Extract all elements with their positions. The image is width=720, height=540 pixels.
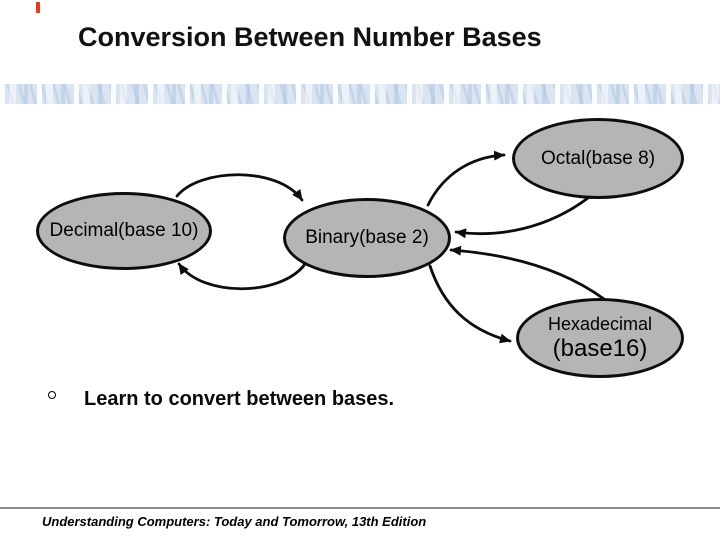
slide-title: Conversion Between Number Bases: [78, 22, 542, 52]
node-binary: Binary(base 2): [283, 198, 451, 278]
footer-text: Understanding Computers: Today and Tomor…: [42, 514, 427, 529]
red-tick-decoration: [36, 2, 40, 13]
arrow-decimal-to-binary: [175, 173, 304, 202]
circle-bullet-icon: [48, 391, 56, 399]
node-hexadecimal-label-line2: (base16): [552, 334, 648, 362]
node-octal-label: Octal(base 8): [540, 147, 656, 169]
node-decimal-label: Decimal(base 10): [49, 220, 199, 242]
node-binary-label: Binary(base 2): [305, 227, 429, 249]
footer-divider: [0, 507, 720, 509]
arrow-octal-to-binary: [454, 196, 590, 239]
arrow-binary-to-octal: [426, 150, 506, 207]
node-hexadecimal-label-line1: Hexadecimal: [547, 313, 653, 334]
bullet-text: Learn to convert between bases.: [84, 388, 395, 410]
node-hexadecimal: Hexadecimal (base16): [516, 298, 684, 378]
arrow-binary-to-decimal: [177, 262, 307, 291]
decorative-band: [0, 84, 720, 104]
node-octal: Octal(base 8): [512, 118, 684, 199]
arrow-binary-to-hexadecimal: [428, 264, 512, 344]
arrow-hexadecimal-to-binary: [449, 245, 606, 301]
node-decimal: Decimal(base 10): [36, 192, 212, 270]
